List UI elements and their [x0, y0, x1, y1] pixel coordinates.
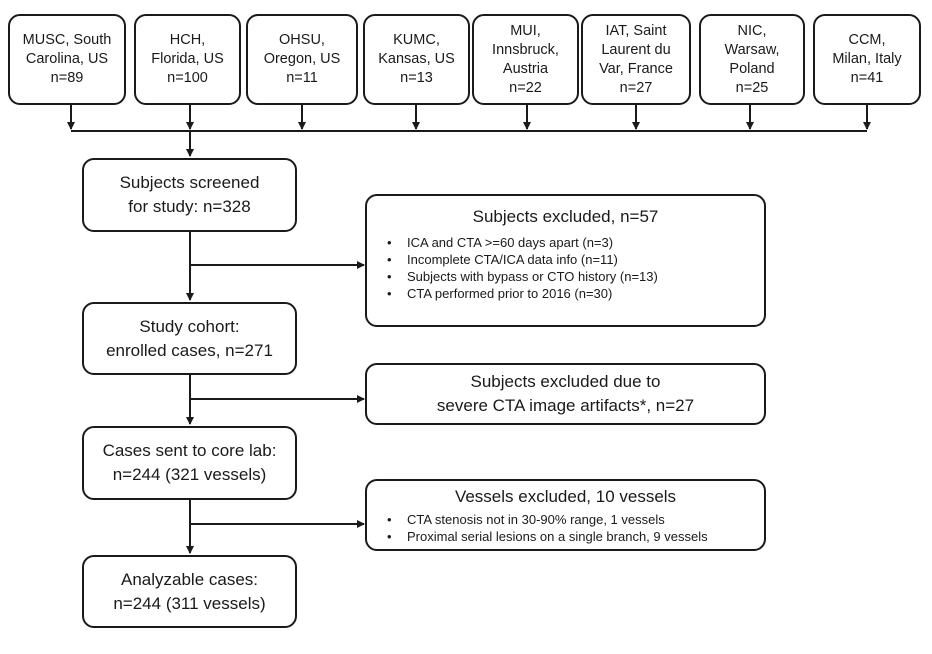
site-box-ccm: CCM, Milan, Italy n=41	[813, 14, 921, 105]
analyzable-box: Analyzable cases: n=244 (311 vessels)	[82, 555, 297, 628]
site-box-musc: MUSC, South Carolina, US n=89	[8, 14, 126, 105]
artifact-excluded-box: Subjects excluded due to severe CTA imag…	[365, 363, 766, 425]
site-label: HCH, Florida, US n=100	[151, 32, 224, 86]
cohort-label: Study cohort: enrolled cases, n=271	[106, 316, 273, 360]
subjects-excluded-box: Subjects excluded, n=57 ICA and CTA >=60…	[365, 194, 766, 327]
screened-box: Subjects screened for study: n=328	[82, 158, 297, 232]
artifact-excluded-label: Subjects excluded due to severe CTA imag…	[436, 372, 695, 415]
screened-label: Subjects screened for study: n=328	[119, 173, 260, 216]
exclusion-reason: Subjects with bypass or CTO history (n=1…	[381, 268, 750, 285]
site-label: KUMC, Kansas, US n=13	[378, 32, 455, 86]
analyzable-label: Analyzable cases: n=244 (311 vessels)	[113, 569, 266, 613]
site-label: MUI, Innsbruck, Austria n=22	[492, 22, 559, 96]
site-box-hch: HCH, Florida, US n=100	[134, 14, 241, 105]
subjects-excluded-list: ICA and CTA >=60 days apart (n=3) Incomp…	[381, 234, 750, 302]
exclusion-reason: Incomplete CTA/ICA data info (n=11)	[381, 251, 750, 268]
site-box-iat: IAT, Saint Laurent du Var, France n=27	[581, 14, 691, 105]
subjects-excluded-title: Subjects excluded, n=57	[472, 207, 659, 226]
vessels-excluded-title: Vessels excluded, 10 vessels	[454, 487, 677, 506]
site-box-ohsu: OHSU, Oregon, US n=11	[246, 14, 358, 105]
core-lab-label: Cases sent to core lab: n=244 (321 vesse…	[102, 441, 277, 484]
site-box-nic: NIC, Warsaw, Poland n=25	[699, 14, 805, 105]
core-lab-box: Cases sent to core lab: n=244 (321 vesse…	[82, 426, 297, 500]
site-box-mui: MUI, Innsbruck, Austria n=22	[472, 14, 579, 105]
site-label: NIC, Warsaw, Poland n=25	[724, 22, 780, 96]
site-label: MUSC, South Carolina, US n=89	[22, 32, 112, 86]
site-label: OHSU, Oregon, US n=11	[263, 32, 341, 86]
cohort-box: Study cohort: enrolled cases, n=271	[82, 302, 297, 375]
site-label: CCM, Milan, Italy n=41	[832, 32, 902, 86]
vessels-excluded-box: Vessels excluded, 10 vessels CTA stenosi…	[365, 479, 766, 551]
exclusion-reason: Proximal serial lesions on a single bran…	[381, 528, 750, 545]
exclusion-reason: CTA stenosis not in 30-90% range, 1 vess…	[381, 511, 750, 528]
site-label: IAT, Saint Laurent du Var, France n=27	[599, 22, 673, 96]
exclusion-reason: CTA performed prior to 2016 (n=30)	[381, 285, 750, 302]
exclusion-reason: ICA and CTA >=60 days apart (n=3)	[381, 234, 750, 251]
site-box-kumc: KUMC, Kansas, US n=13	[363, 14, 470, 105]
vessels-excluded-list: CTA stenosis not in 30-90% range, 1 vess…	[381, 511, 750, 545]
